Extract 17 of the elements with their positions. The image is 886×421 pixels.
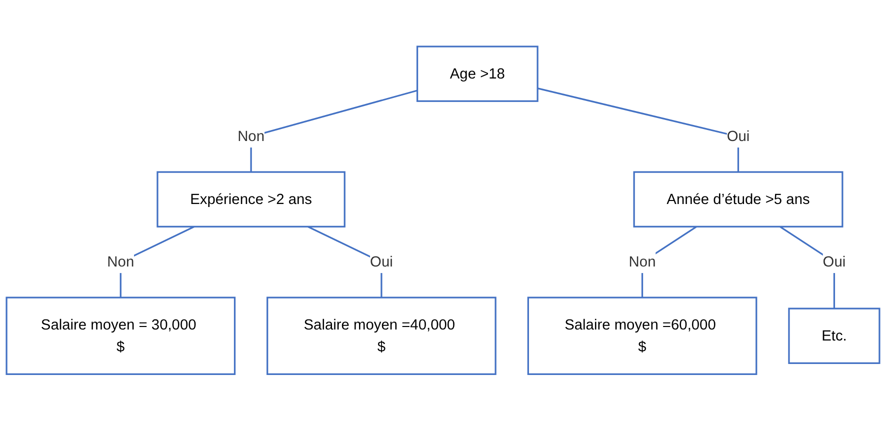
- connector: [307, 226, 382, 298]
- node-box: Expérience >2 ans: [156, 171, 346, 228]
- edge-label: Oui: [370, 254, 393, 270]
- node-box: Salaire moyen =60,000 $: [527, 296, 758, 376]
- node-box: Salaire moyen =40,000 $: [266, 296, 496, 376]
- node-box: Etc.: [788, 308, 880, 364]
- edge-label: Non: [238, 128, 265, 144]
- connector: [780, 226, 836, 309]
- connector: [250, 90, 418, 172]
- edge-label: Non: [107, 254, 134, 270]
- edge-label: Oui: [822, 254, 846, 270]
- node-box: Année d’étude >5 ans: [633, 171, 844, 228]
- node-box: Age >18: [416, 46, 538, 102]
- connector: [537, 88, 740, 172]
- edge-label: Non: [628, 254, 656, 270]
- node-box: Salaire moyen = 30,000 $: [6, 296, 236, 376]
- edge-label: Oui: [726, 128, 750, 144]
